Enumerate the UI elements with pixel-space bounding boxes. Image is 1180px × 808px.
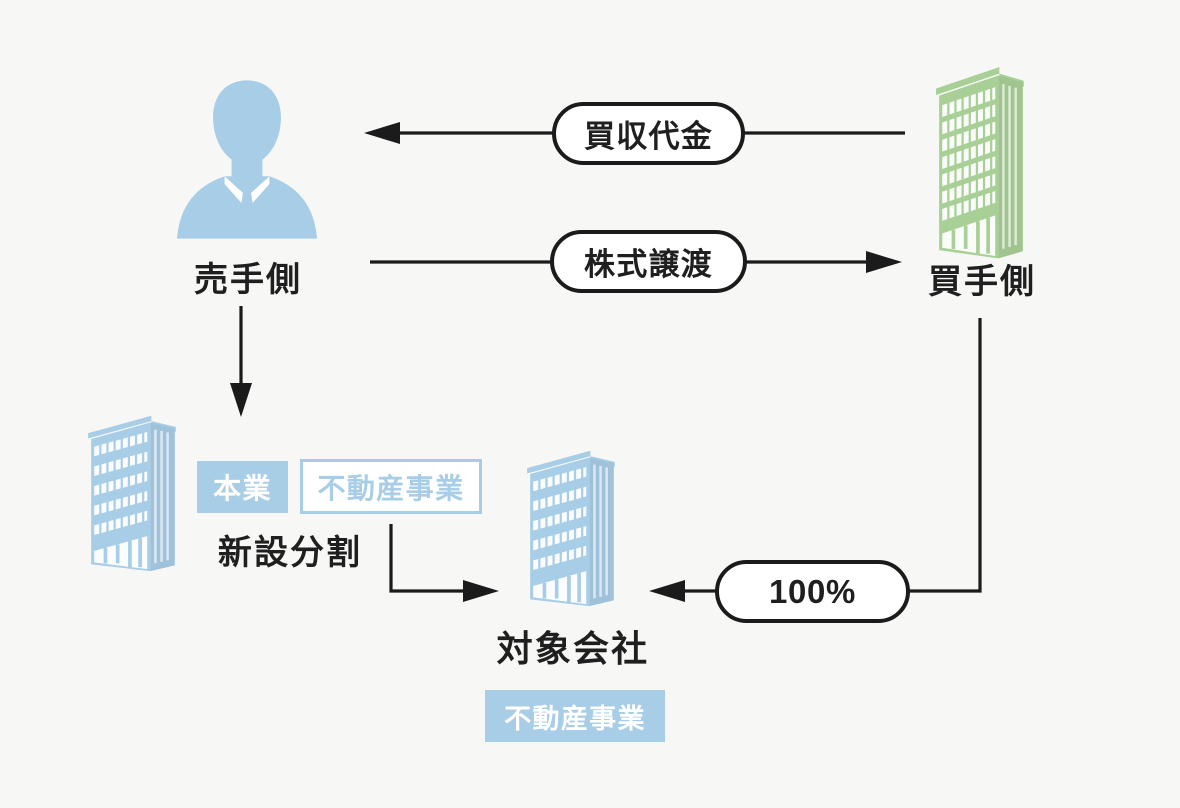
arrow-seller-down bbox=[230, 306, 252, 417]
buyer-label: 買手側 bbox=[927, 263, 1037, 301]
share-transfer-pill: 株式譲渡 bbox=[550, 230, 747, 293]
ownership-pill: 100% bbox=[715, 560, 910, 623]
seller-label: 売手側 bbox=[193, 261, 303, 299]
buyer-building-icon bbox=[931, 60, 1033, 262]
real-estate-target-badge: 不動産事業 bbox=[485, 690, 665, 742]
target-building-icon bbox=[522, 445, 624, 609]
real-estate-split-badge: 不動産事業 bbox=[300, 459, 482, 514]
target-label: 対象会社 bbox=[496, 628, 650, 669]
businessman-icon bbox=[163, 72, 331, 240]
new-split-label: 新設分割 bbox=[217, 534, 363, 572]
acquisition-price-pill: 買収代金 bbox=[552, 102, 745, 165]
arrow-new-split bbox=[389, 524, 499, 602]
core-business-badge: 本業 bbox=[197, 461, 288, 513]
split-company-building-icon bbox=[83, 410, 185, 574]
